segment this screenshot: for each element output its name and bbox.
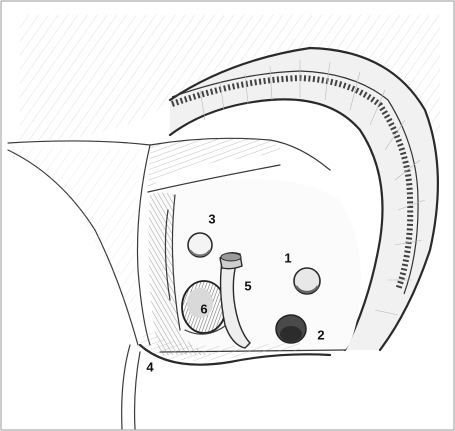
chamber-floor: [150, 179, 361, 352]
label-4: 4: [146, 359, 154, 374]
label-6: 6: [200, 301, 207, 316]
label-5: 5: [244, 278, 251, 293]
left-membrane-shading: [8, 146, 140, 340]
structure-5-tip: [221, 253, 241, 261]
label-2: 2: [317, 327, 324, 342]
lower-strand: [122, 345, 130, 429]
label-1: 1: [284, 250, 291, 265]
lower-strand-inner: [135, 352, 140, 429]
structure-3-circle: [188, 233, 212, 257]
label-3: 3: [208, 211, 215, 226]
structure-2-depth: [280, 326, 302, 342]
